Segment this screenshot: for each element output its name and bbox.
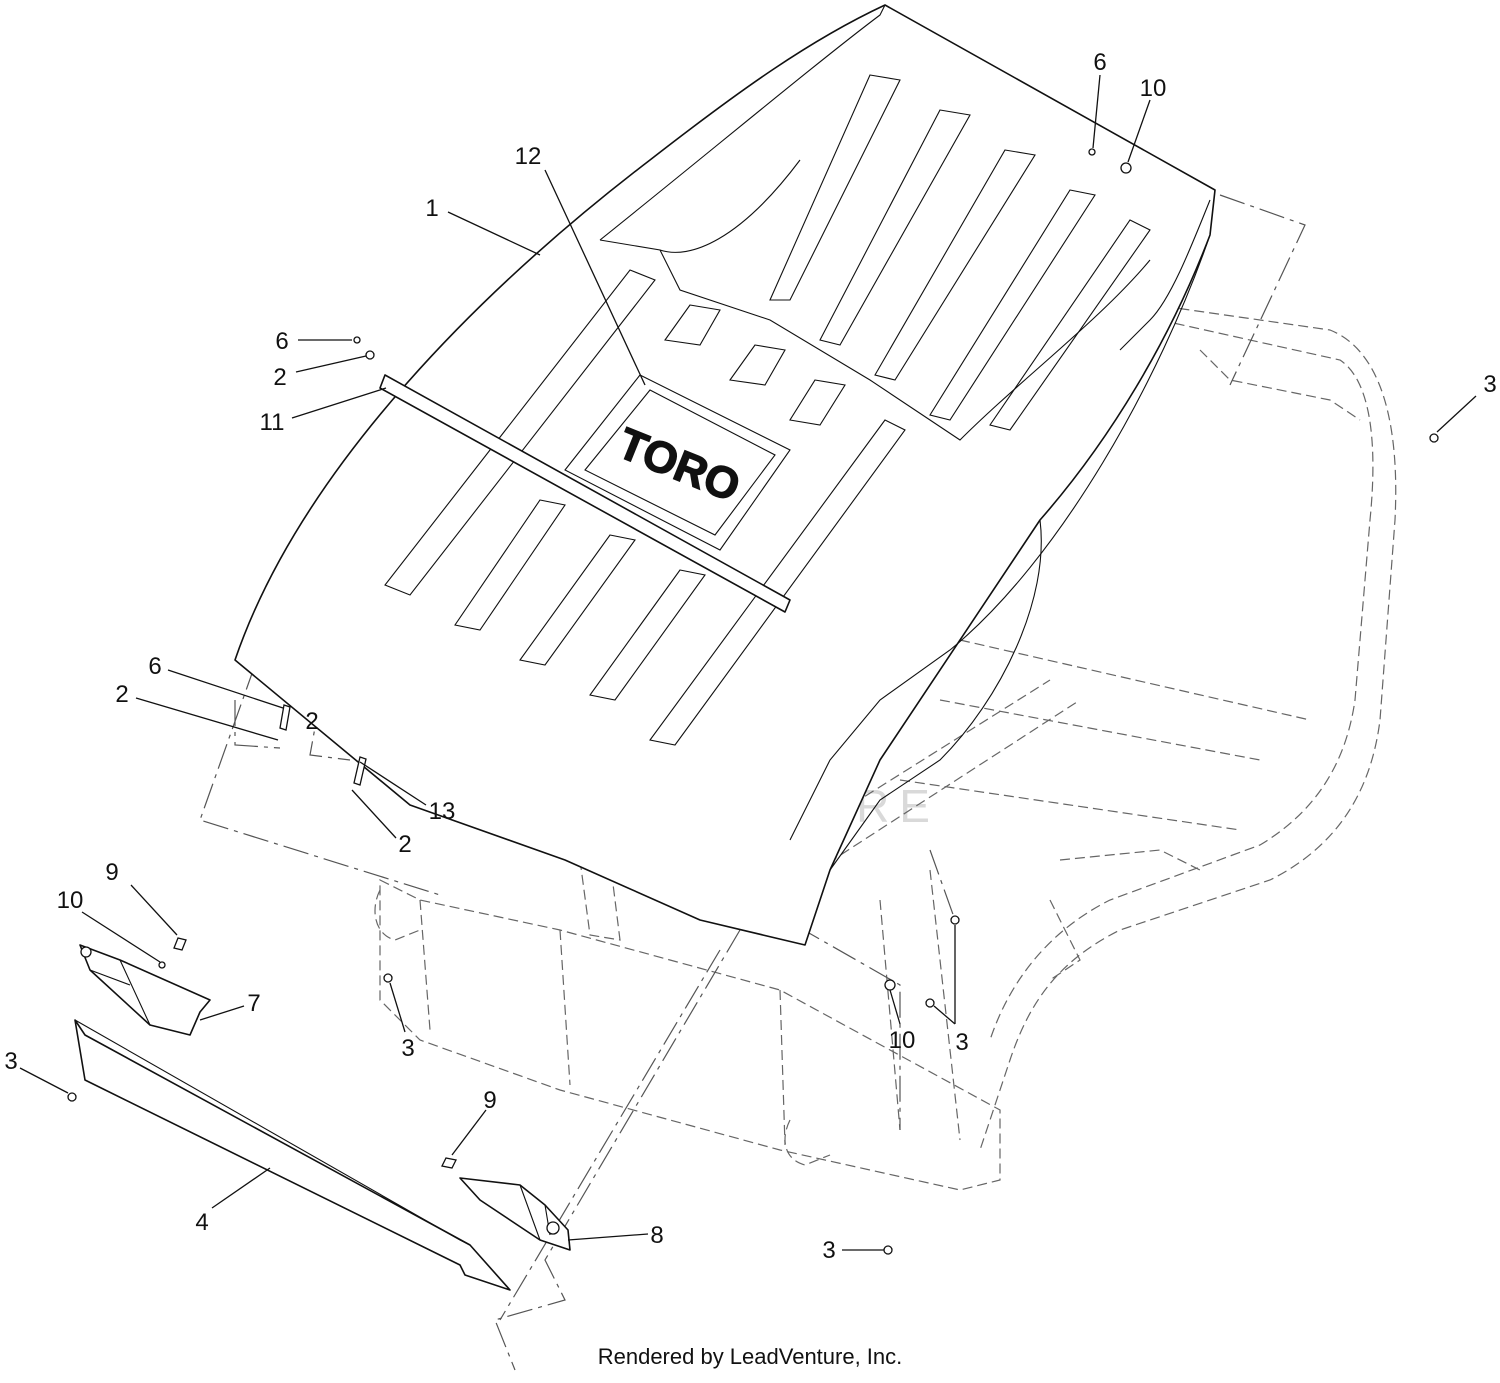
nut-icon bbox=[67, 1092, 77, 1102]
callout-3: 3 bbox=[822, 1237, 835, 1264]
align-line-left-small bbox=[234, 700, 281, 749]
callout-13: 13 bbox=[429, 798, 456, 825]
base-rail bbox=[379, 879, 1001, 1191]
hardware bbox=[67, 148, 1439, 1255]
callout-9: 9 bbox=[483, 1087, 496, 1114]
callout-10: 10 bbox=[57, 887, 84, 914]
nut-icon bbox=[1429, 433, 1439, 443]
panel-4-outline bbox=[74, 1019, 511, 1291]
callout-10: 10 bbox=[889, 1027, 916, 1054]
nut-icon bbox=[925, 998, 935, 1008]
bracket-part-8 bbox=[459, 1177, 571, 1251]
screw-icon bbox=[1088, 148, 1096, 156]
bolt-icon bbox=[441, 1157, 457, 1169]
callout-2: 2 bbox=[398, 831, 411, 858]
callout-2: 2 bbox=[115, 681, 128, 708]
hood-side-inner bbox=[789, 234, 1211, 841]
screw-icon bbox=[279, 704, 291, 731]
bracket-8-outline bbox=[459, 1177, 571, 1251]
washer-icon bbox=[884, 979, 896, 991]
washer-icon bbox=[158, 961, 166, 969]
nut-icon bbox=[383, 973, 393, 983]
callout-3: 3 bbox=[4, 1048, 17, 1075]
panel-4-edge bbox=[74, 1019, 471, 1246]
hood-right-lip bbox=[1119, 199, 1211, 351]
callout-8: 8 bbox=[650, 1222, 663, 1249]
rops-bracket bbox=[1199, 349, 1361, 421]
strip-part-11 bbox=[379, 374, 791, 613]
callout-1: 1 bbox=[425, 195, 438, 222]
callout-6: 6 bbox=[1093, 49, 1106, 76]
leader-lines bbox=[19, 74, 1477, 1251]
callout-6: 6 bbox=[275, 328, 288, 355]
align-line-bottom bbox=[494, 929, 741, 1371]
callouts: 1 12 6 10 6 2 11 3 6 2 2 13 2 9 10 7 3 3… bbox=[4, 49, 1496, 1264]
hood-outline bbox=[234, 4, 1216, 946]
frame-plate bbox=[1049, 849, 1201, 981]
washer-icon bbox=[950, 915, 960, 925]
panel-part-4 bbox=[74, 1019, 511, 1291]
screw-icon bbox=[353, 336, 361, 344]
callout-2: 2 bbox=[305, 708, 318, 735]
bolt-icon bbox=[173, 937, 187, 951]
left-handle bbox=[374, 889, 421, 941]
align-line-left bbox=[199, 664, 441, 896]
right-handle bbox=[784, 1119, 831, 1166]
align-line-right-short bbox=[929, 849, 956, 921]
callout-12: 12 bbox=[515, 143, 542, 170]
callout-7: 7 bbox=[247, 990, 260, 1017]
washer-icon bbox=[365, 350, 375, 360]
align-line-bottom-2 bbox=[499, 949, 721, 1321]
bracket-8-nut bbox=[546, 1221, 560, 1235]
align-line-upper-right bbox=[1219, 194, 1306, 386]
lower-ribs bbox=[384, 269, 906, 746]
callout-9: 9 bbox=[105, 859, 118, 886]
hood-part-1: TORO bbox=[234, 4, 1216, 946]
base-rail-ribs bbox=[419, 899, 786, 1146]
washer-icon bbox=[1120, 162, 1132, 174]
bracket-7-outline bbox=[79, 944, 211, 1036]
rops-inner bbox=[989, 319, 1374, 1041]
hood-rear-edge bbox=[599, 4, 886, 241]
upper-ribs bbox=[659, 74, 1151, 431]
callout-6: 6 bbox=[148, 653, 161, 680]
hood-side-contour bbox=[829, 519, 1042, 871]
footer-credit: Rendered by LeadVenture, Inc. bbox=[598, 1344, 903, 1369]
bracket-7-fold bbox=[89, 959, 151, 1026]
callout-4: 4 bbox=[195, 1209, 208, 1236]
screw-icon bbox=[353, 756, 367, 786]
bracket-7-hole bbox=[80, 946, 92, 958]
logo-plate-outline bbox=[564, 374, 791, 551]
frame-posts bbox=[579, 859, 961, 1141]
rops-outer bbox=[979, 299, 1397, 1151]
callout-3: 3 bbox=[1483, 371, 1496, 398]
callout-3: 3 bbox=[401, 1035, 414, 1062]
callout-11: 11 bbox=[260, 409, 285, 436]
callout-3: 3 bbox=[955, 1029, 968, 1056]
nut-icon bbox=[883, 1245, 893, 1255]
callout-2: 2 bbox=[273, 364, 286, 391]
hood-step-edge bbox=[599, 239, 1151, 441]
logo-plate-inner bbox=[584, 389, 776, 536]
frame-crossmembers bbox=[899, 639, 1311, 831]
callout-10: 10 bbox=[1140, 75, 1167, 102]
bracket-part-7 bbox=[79, 944, 211, 1036]
